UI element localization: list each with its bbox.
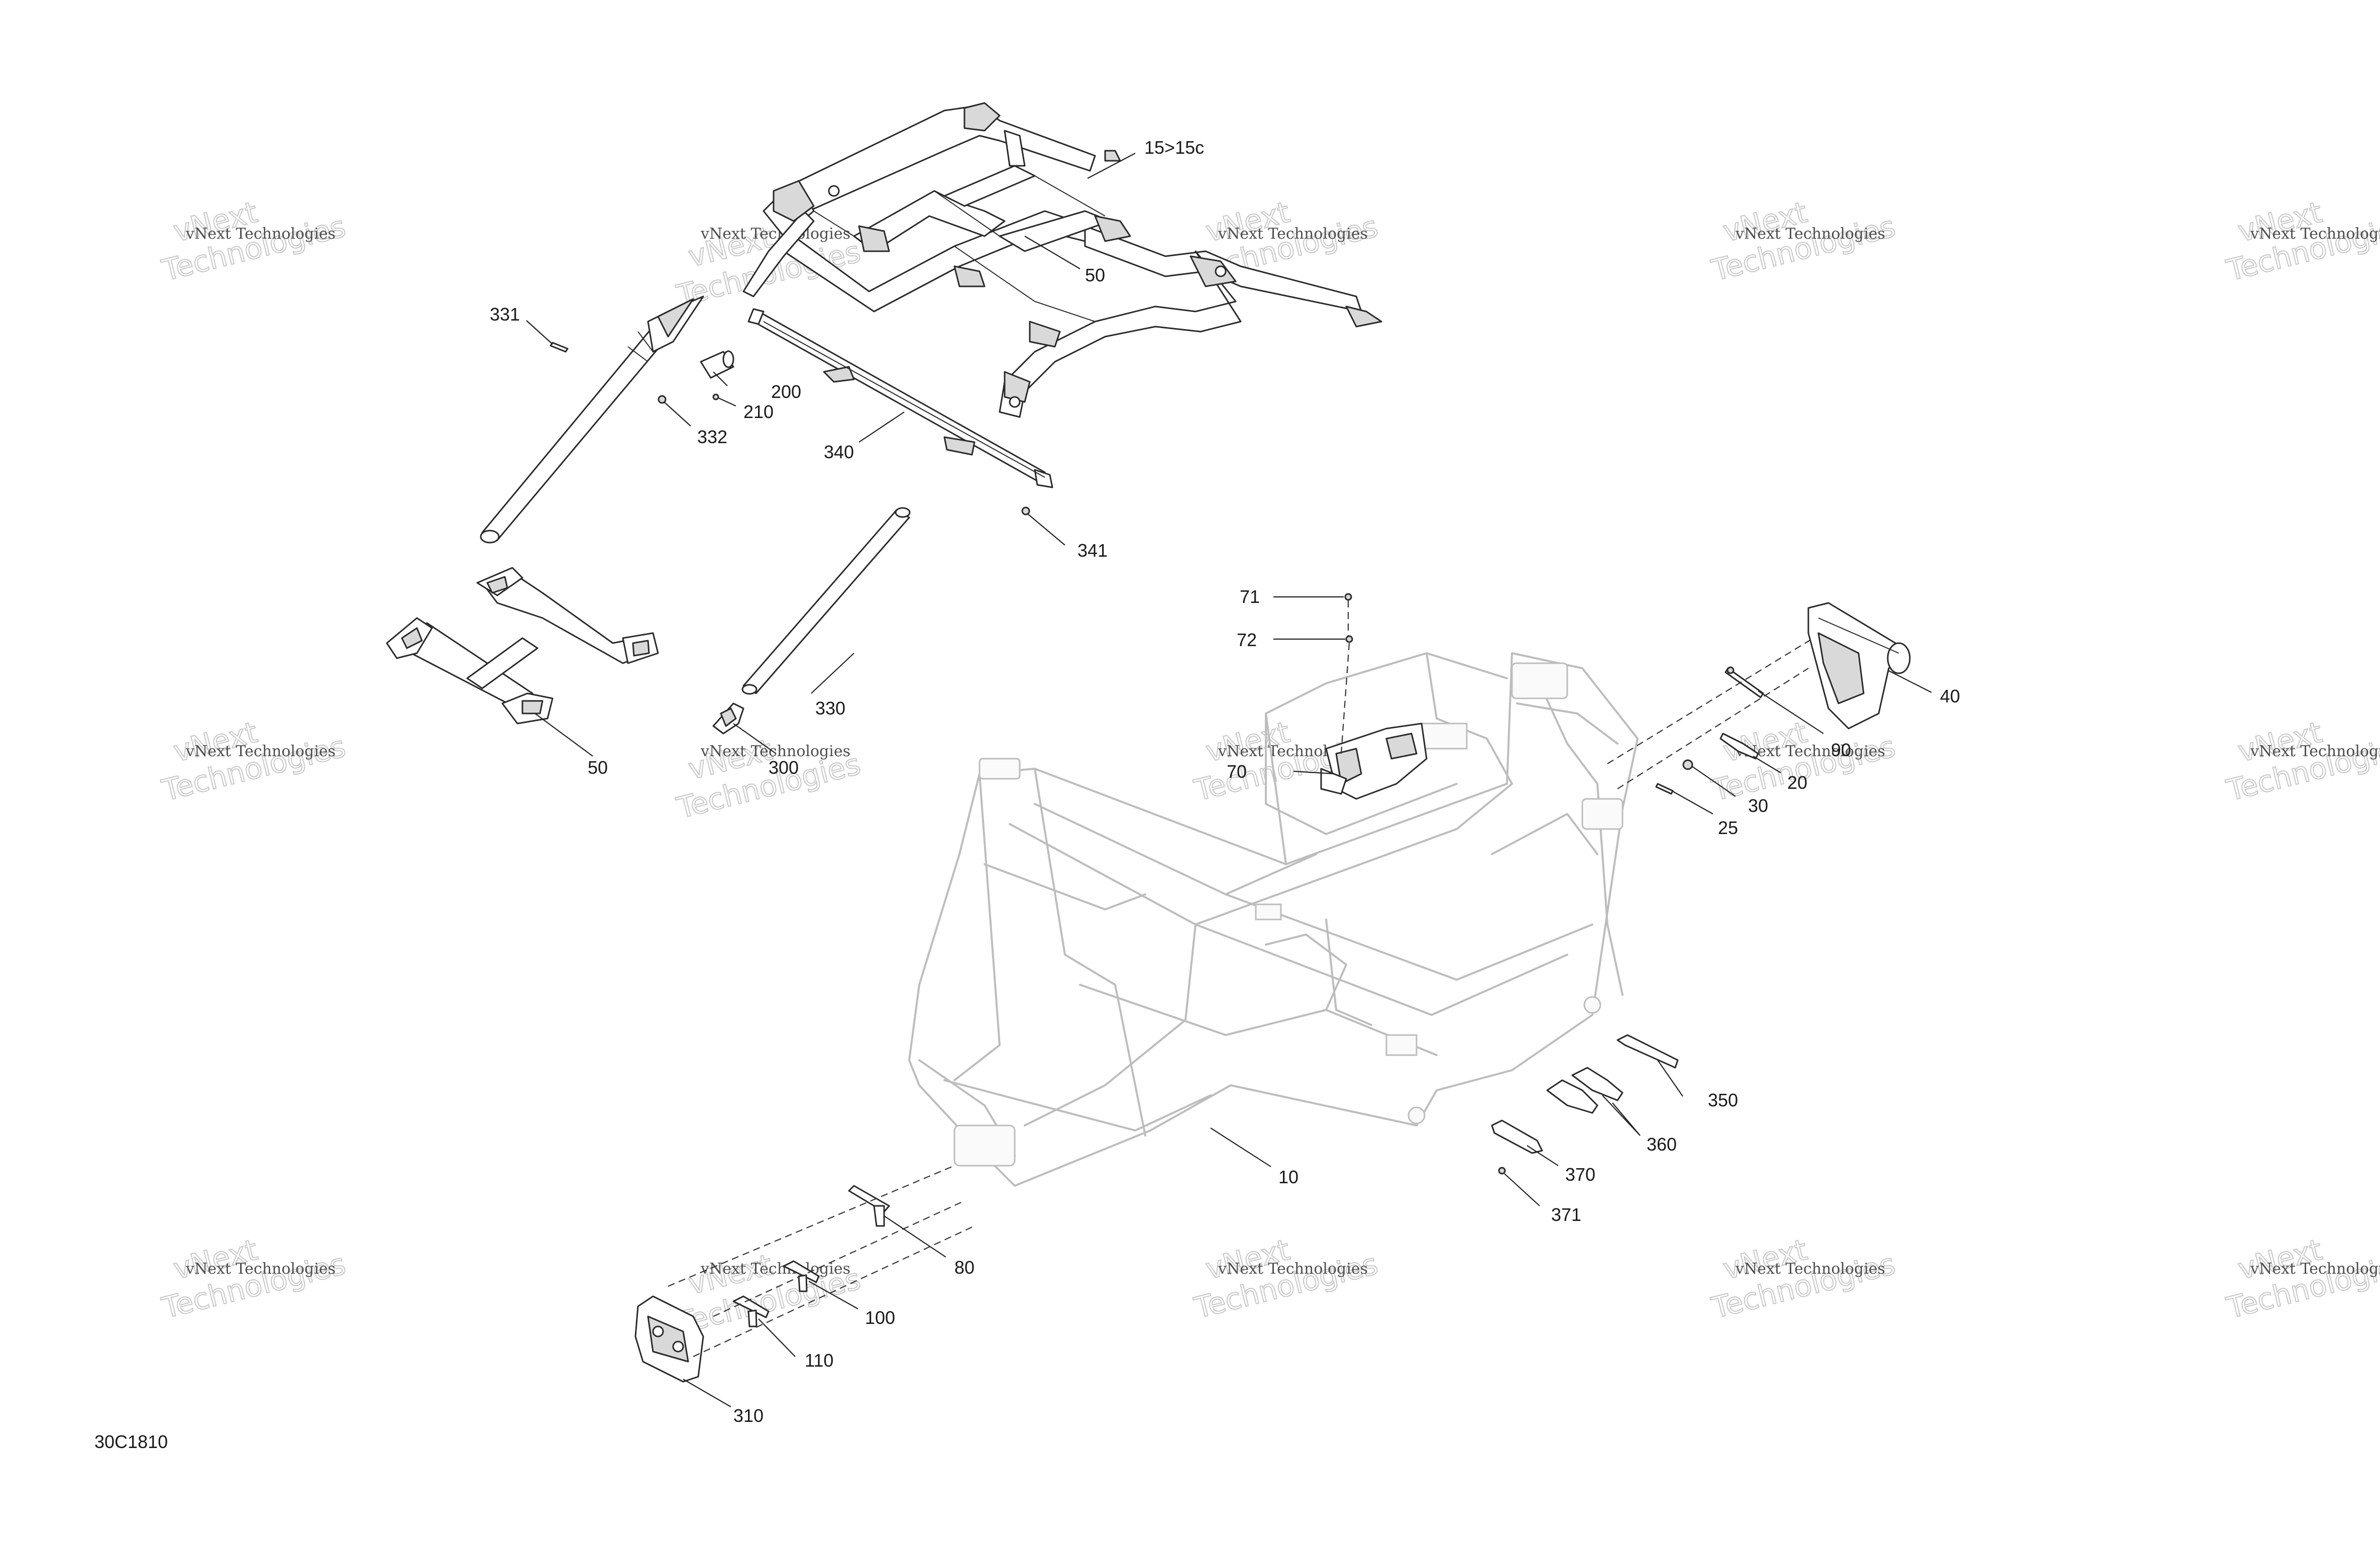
dash-70: [1340, 600, 1350, 754]
bracket-100: [783, 1260, 820, 1292]
callout-331: 331: [490, 304, 520, 325]
pin-90: [1724, 666, 1764, 698]
callout-30: 30: [1748, 795, 1768, 816]
bracket-110: [732, 1295, 770, 1327]
watermark-text: vNext Technologies: [1735, 1260, 1885, 1278]
watermark-text: vNext Technologies: [2250, 225, 2380, 243]
callout-100: 100: [865, 1307, 895, 1328]
callout-20: 20: [1787, 772, 1807, 793]
callout-80: 80: [954, 1257, 975, 1278]
screw-25: [1655, 783, 1674, 795]
callout-360: 360: [1647, 1134, 1677, 1155]
dash-40: [1607, 638, 1814, 789]
watermark-text: vNext Technologies: [1735, 743, 1885, 760]
watermark-text: vNext Technologies: [1218, 225, 1368, 243]
callout-110: 110: [805, 1350, 833, 1371]
bracket-80: [848, 1185, 890, 1227]
callout-70: 70: [1227, 761, 1247, 782]
callout-90: 90: [1831, 740, 1851, 760]
dash-front: [668, 1165, 975, 1357]
sleeve-200: [700, 350, 734, 379]
watermark-text: vNext Technologies: [185, 1260, 336, 1278]
callout-71: 71: [1240, 586, 1260, 607]
callout-40: 40: [1940, 686, 1960, 706]
clip-20: [1719, 733, 1759, 760]
watermark-text: vNext Technologies: [185, 225, 336, 243]
callout-labels: 15>15c 50 331 200 210 332 340 341 330 50…: [490, 137, 1960, 1426]
main-frame-ghost: [908, 652, 1639, 1187]
callout-10: 10: [1278, 1167, 1299, 1187]
roof-cage: [742, 102, 1382, 418]
bracket-300: [712, 702, 744, 735]
leader-lines: [526, 153, 1932, 1407]
callout-341: 341: [1077, 540, 1108, 561]
bracket-70: [1320, 723, 1428, 800]
a-pillar-tube: [480, 295, 704, 544]
b-pillar-tube-330: [741, 507, 911, 695]
callout-330: 330: [815, 698, 845, 718]
watermark-text: vNext Technologies: [185, 743, 336, 760]
pin-331: [550, 342, 569, 353]
callout-72: 72: [1237, 630, 1257, 650]
nut-332: [658, 395, 667, 404]
watermark-text: vNext Technologies: [2250, 743, 2380, 760]
screw-210: [712, 393, 719, 400]
seat-cross-member-50: [386, 567, 659, 725]
cross-bar-340: [747, 308, 1053, 488]
watermark-text: vNext Technologies: [1735, 225, 1885, 243]
nut-30: [1682, 759, 1693, 770]
rear-bracket-40: [1807, 602, 1911, 730]
callout-210: 210: [743, 401, 774, 422]
front-plate-310: [634, 1295, 704, 1383]
figure-id: 30C1810: [94, 1431, 168, 1452]
screw-371: [1498, 1167, 1506, 1175]
watermark-text: vNext Technologies: [1218, 1260, 1368, 1278]
bolt-72: [1345, 635, 1353, 643]
watermark-r2c2: vNext Technologies: [673, 732, 864, 826]
callout-332: 332: [697, 427, 727, 447]
bracket-370: [1491, 1119, 1543, 1154]
bolt-71: [1344, 593, 1352, 601]
bracket-360: [1546, 1067, 1624, 1114]
watermark-text: vNext Technologies: [700, 225, 850, 243]
callout-50-roof: 50: [1085, 265, 1105, 285]
watermark-r1c2: vNext Technologies: [673, 220, 864, 314]
callout-371: 371: [1551, 1204, 1581, 1225]
callout-310: 310: [733, 1405, 764, 1426]
bracket-350: [1616, 1034, 1679, 1069]
watermark-text: vNext Technologies: [700, 743, 850, 760]
callout-370: 370: [1565, 1164, 1595, 1185]
callout-350: 350: [1708, 1090, 1738, 1110]
callout-15-15c: 15>15c: [1144, 137, 1204, 158]
callout-50-lower: 50: [588, 757, 608, 778]
watermark-text: vNext Technologies: [2250, 1260, 2380, 1278]
callout-300: 300: [769, 757, 799, 778]
callout-200: 200: [771, 381, 801, 402]
callout-340: 340: [824, 442, 854, 462]
callout-25: 25: [1718, 817, 1738, 838]
screw-341: [1021, 506, 1030, 516]
watermark-text: vNext Technologies: [700, 1260, 850, 1278]
